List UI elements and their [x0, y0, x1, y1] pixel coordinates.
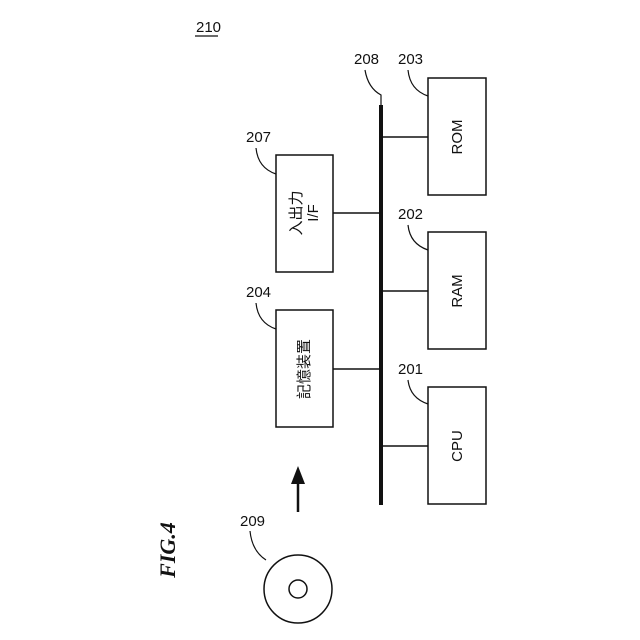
figure-title: FIG.4 — [155, 522, 180, 579]
bus-ref-leader — [365, 70, 381, 105]
cpu-label: CPU — [449, 430, 466, 462]
ram-ref-leader — [408, 225, 428, 250]
rom-label: ROM — [449, 120, 466, 155]
cpu-ref-label: 201 — [398, 361, 423, 378]
medium-ref-label: 209 — [240, 513, 265, 530]
medium-ref-leader — [250, 531, 266, 560]
io-ref-label: 207 — [246, 129, 271, 146]
storage-label: 記憶装置 — [296, 339, 313, 399]
insert-arrow-head — [291, 466, 305, 484]
storage-ref-label: 204 — [246, 284, 271, 301]
rom-ref-label: 203 — [398, 51, 423, 68]
ram-ref-label: 202 — [398, 206, 423, 223]
system-ref-label: 210 — [196, 19, 221, 36]
rom-ref-leader — [408, 70, 428, 96]
bus-ref-label: 208 — [354, 51, 379, 68]
io-ref-leader — [256, 148, 276, 174]
io-label-line2: I/F — [305, 204, 322, 222]
storage-ref-leader — [256, 303, 276, 329]
io-label-line1: 入出力 — [288, 190, 305, 235]
ram-label: RAM — [449, 274, 466, 307]
cpu-ref-leader — [408, 380, 428, 404]
disc-hole — [289, 580, 307, 598]
